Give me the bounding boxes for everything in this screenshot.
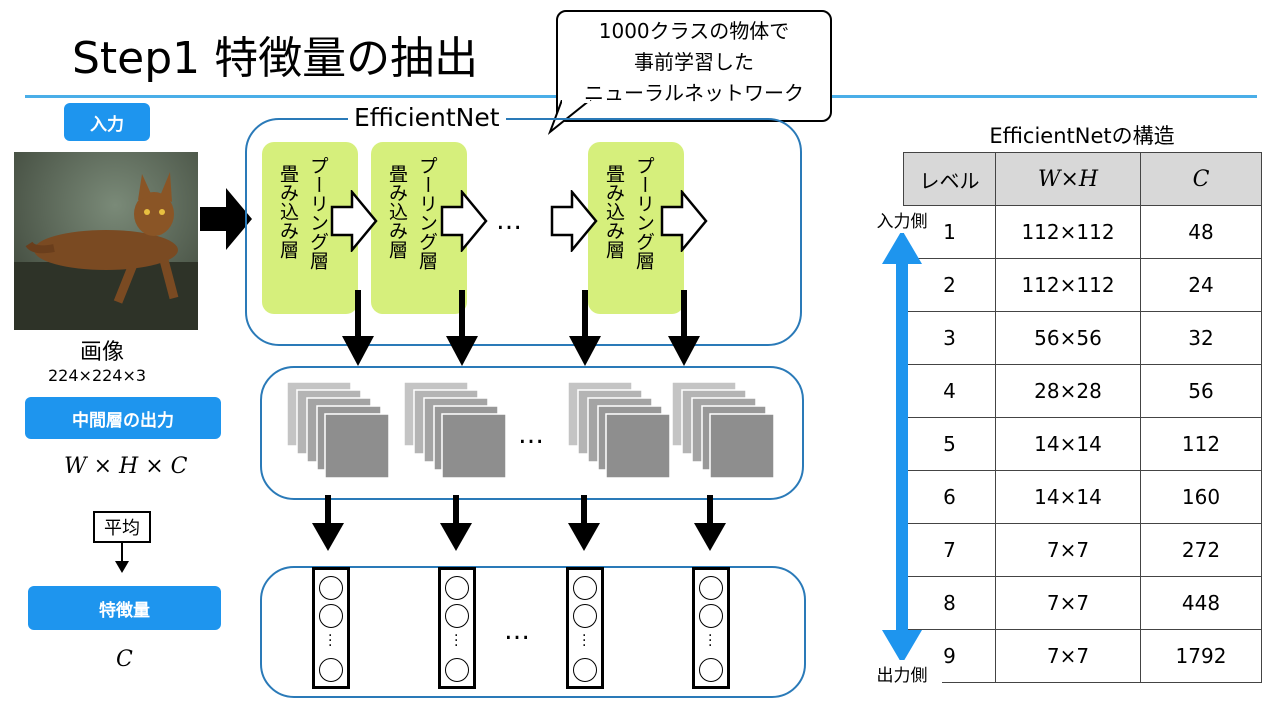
- page-title: Step1 特徴量の抽出: [72, 33, 479, 84]
- conv-layer-label: 畳み込み層: [277, 164, 299, 259]
- pretrained-note-bubble: 1000クラスの物体で 事前学習した ニューラルネットワーク: [556, 10, 832, 122]
- bubble-tail: [548, 100, 592, 135]
- pool-layer-label: プーリング層: [416, 156, 438, 270]
- feature-vectors-ellipsis: …: [504, 616, 530, 646]
- input-side-label: 入力側: [862, 206, 942, 233]
- hollow-arrow-1: [330, 190, 378, 252]
- hollow-arrow-3: [550, 190, 598, 252]
- cat-image: [14, 152, 198, 330]
- down-arrow: [694, 495, 726, 551]
- feature-label: 特徴量: [28, 586, 221, 630]
- feature-maps-box: [260, 366, 804, 500]
- input-output-double-arrow: [882, 230, 922, 664]
- feature-vector-2: ···: [438, 567, 476, 689]
- feature-map-stack-1: [286, 381, 390, 479]
- efficientnet-box: [245, 118, 802, 346]
- feature-vector-1: ···: [312, 567, 350, 689]
- header-level: レベル: [903, 152, 996, 206]
- average-arrow: [115, 543, 129, 573]
- efficientnet-label: EfficientNet: [348, 102, 506, 134]
- output-side-label: 出力側: [862, 660, 942, 687]
- feature-maps-ellipsis: …: [518, 420, 544, 450]
- cell-c: 272: [1140, 523, 1262, 577]
- table-row: 8 7×7 448: [903, 576, 1262, 630]
- down-arrow: [342, 290, 374, 366]
- hollow-arrow-2: [440, 190, 488, 252]
- cell-wh: 28×28: [995, 364, 1141, 418]
- cell-c: 32: [1140, 311, 1262, 365]
- table-row: 5 14×14 112: [903, 417, 1262, 471]
- down-arrow: [446, 290, 478, 366]
- cell-c: 48: [1140, 205, 1262, 259]
- feature-formula: C: [116, 647, 133, 672]
- cell-level: 7: [903, 523, 996, 577]
- cell-level: 8: [903, 576, 996, 630]
- conv-layer-label: 畳み込み層: [603, 164, 625, 259]
- hollow-arrow-4: [660, 190, 708, 252]
- cell-c: 24: [1140, 258, 1262, 312]
- cell-wh: 14×14: [995, 417, 1141, 471]
- network-ellipsis: …: [496, 206, 522, 236]
- table-row: 2 112×112 24: [903, 258, 1262, 312]
- pool-layer-label: プーリング層: [633, 156, 655, 270]
- cell-wh: 7×7: [995, 576, 1141, 630]
- cell-wh: 112×112: [995, 258, 1141, 312]
- cell-wh: 7×7: [995, 629, 1141, 683]
- feature-vector-4: ···: [692, 567, 730, 689]
- cell-c: 112: [1140, 417, 1262, 471]
- table-row: 1 112×112 48: [903, 205, 1262, 259]
- down-arrow: [569, 290, 601, 366]
- feature-map-stack-4: [671, 381, 775, 479]
- cell-wh: 7×7: [995, 523, 1141, 577]
- table-row: 6 14×14 160: [903, 470, 1262, 524]
- middle-output-formula: W × H × C: [64, 454, 188, 479]
- image-size: 224×224×3: [48, 366, 147, 385]
- bubble-line-1: 1000クラスの物体で: [598, 19, 790, 43]
- table-header-row: レベル W×H C: [903, 152, 1262, 206]
- down-arrow: [440, 495, 472, 551]
- table-row: 4 28×28 56: [903, 364, 1262, 418]
- feature-map-stack-3: [567, 381, 671, 479]
- header-wh: W×H: [995, 152, 1141, 206]
- down-arrow: [668, 290, 700, 366]
- down-arrow: [568, 495, 600, 551]
- table-row: 9 7×7 1792: [903, 629, 1262, 683]
- input-arrow: [200, 188, 252, 250]
- middle-output-label: 中間層の出力: [25, 397, 221, 439]
- conv-layer-label: 畳み込み層: [386, 164, 408, 259]
- cell-wh: 112×112: [995, 205, 1141, 259]
- table-row: 7 7×7 272: [903, 523, 1262, 577]
- feature-map-stack-2: [403, 381, 507, 479]
- average-box: 平均: [93, 511, 151, 543]
- cell-level: 2: [903, 258, 996, 312]
- cell-wh: 14×14: [995, 470, 1141, 524]
- bubble-line-3: ニューラルネットワーク: [584, 81, 804, 105]
- input-label: 入力: [64, 103, 150, 141]
- feature-vector-3: ···: [566, 567, 604, 689]
- down-arrow: [312, 495, 344, 551]
- cell-wh: 56×56: [995, 311, 1141, 365]
- structure-table: レベル W×H C 1 112×112 48 2 112×112 24 3 56…: [903, 152, 1262, 683]
- table-title: EfficientNetの構造: [989, 124, 1175, 148]
- image-label: 画像: [80, 340, 125, 365]
- feature-vectors-box: [260, 566, 806, 698]
- bubble-line-2: 事前学習した: [634, 50, 754, 74]
- header-c: C: [1140, 152, 1262, 206]
- cell-c: 448: [1140, 576, 1262, 630]
- cell-c: 56: [1140, 364, 1262, 418]
- pool-layer-label: プーリング層: [307, 156, 329, 270]
- cell-c: 1792: [1140, 629, 1262, 683]
- table-row: 3 56×56 32: [903, 311, 1262, 365]
- cell-c: 160: [1140, 470, 1262, 524]
